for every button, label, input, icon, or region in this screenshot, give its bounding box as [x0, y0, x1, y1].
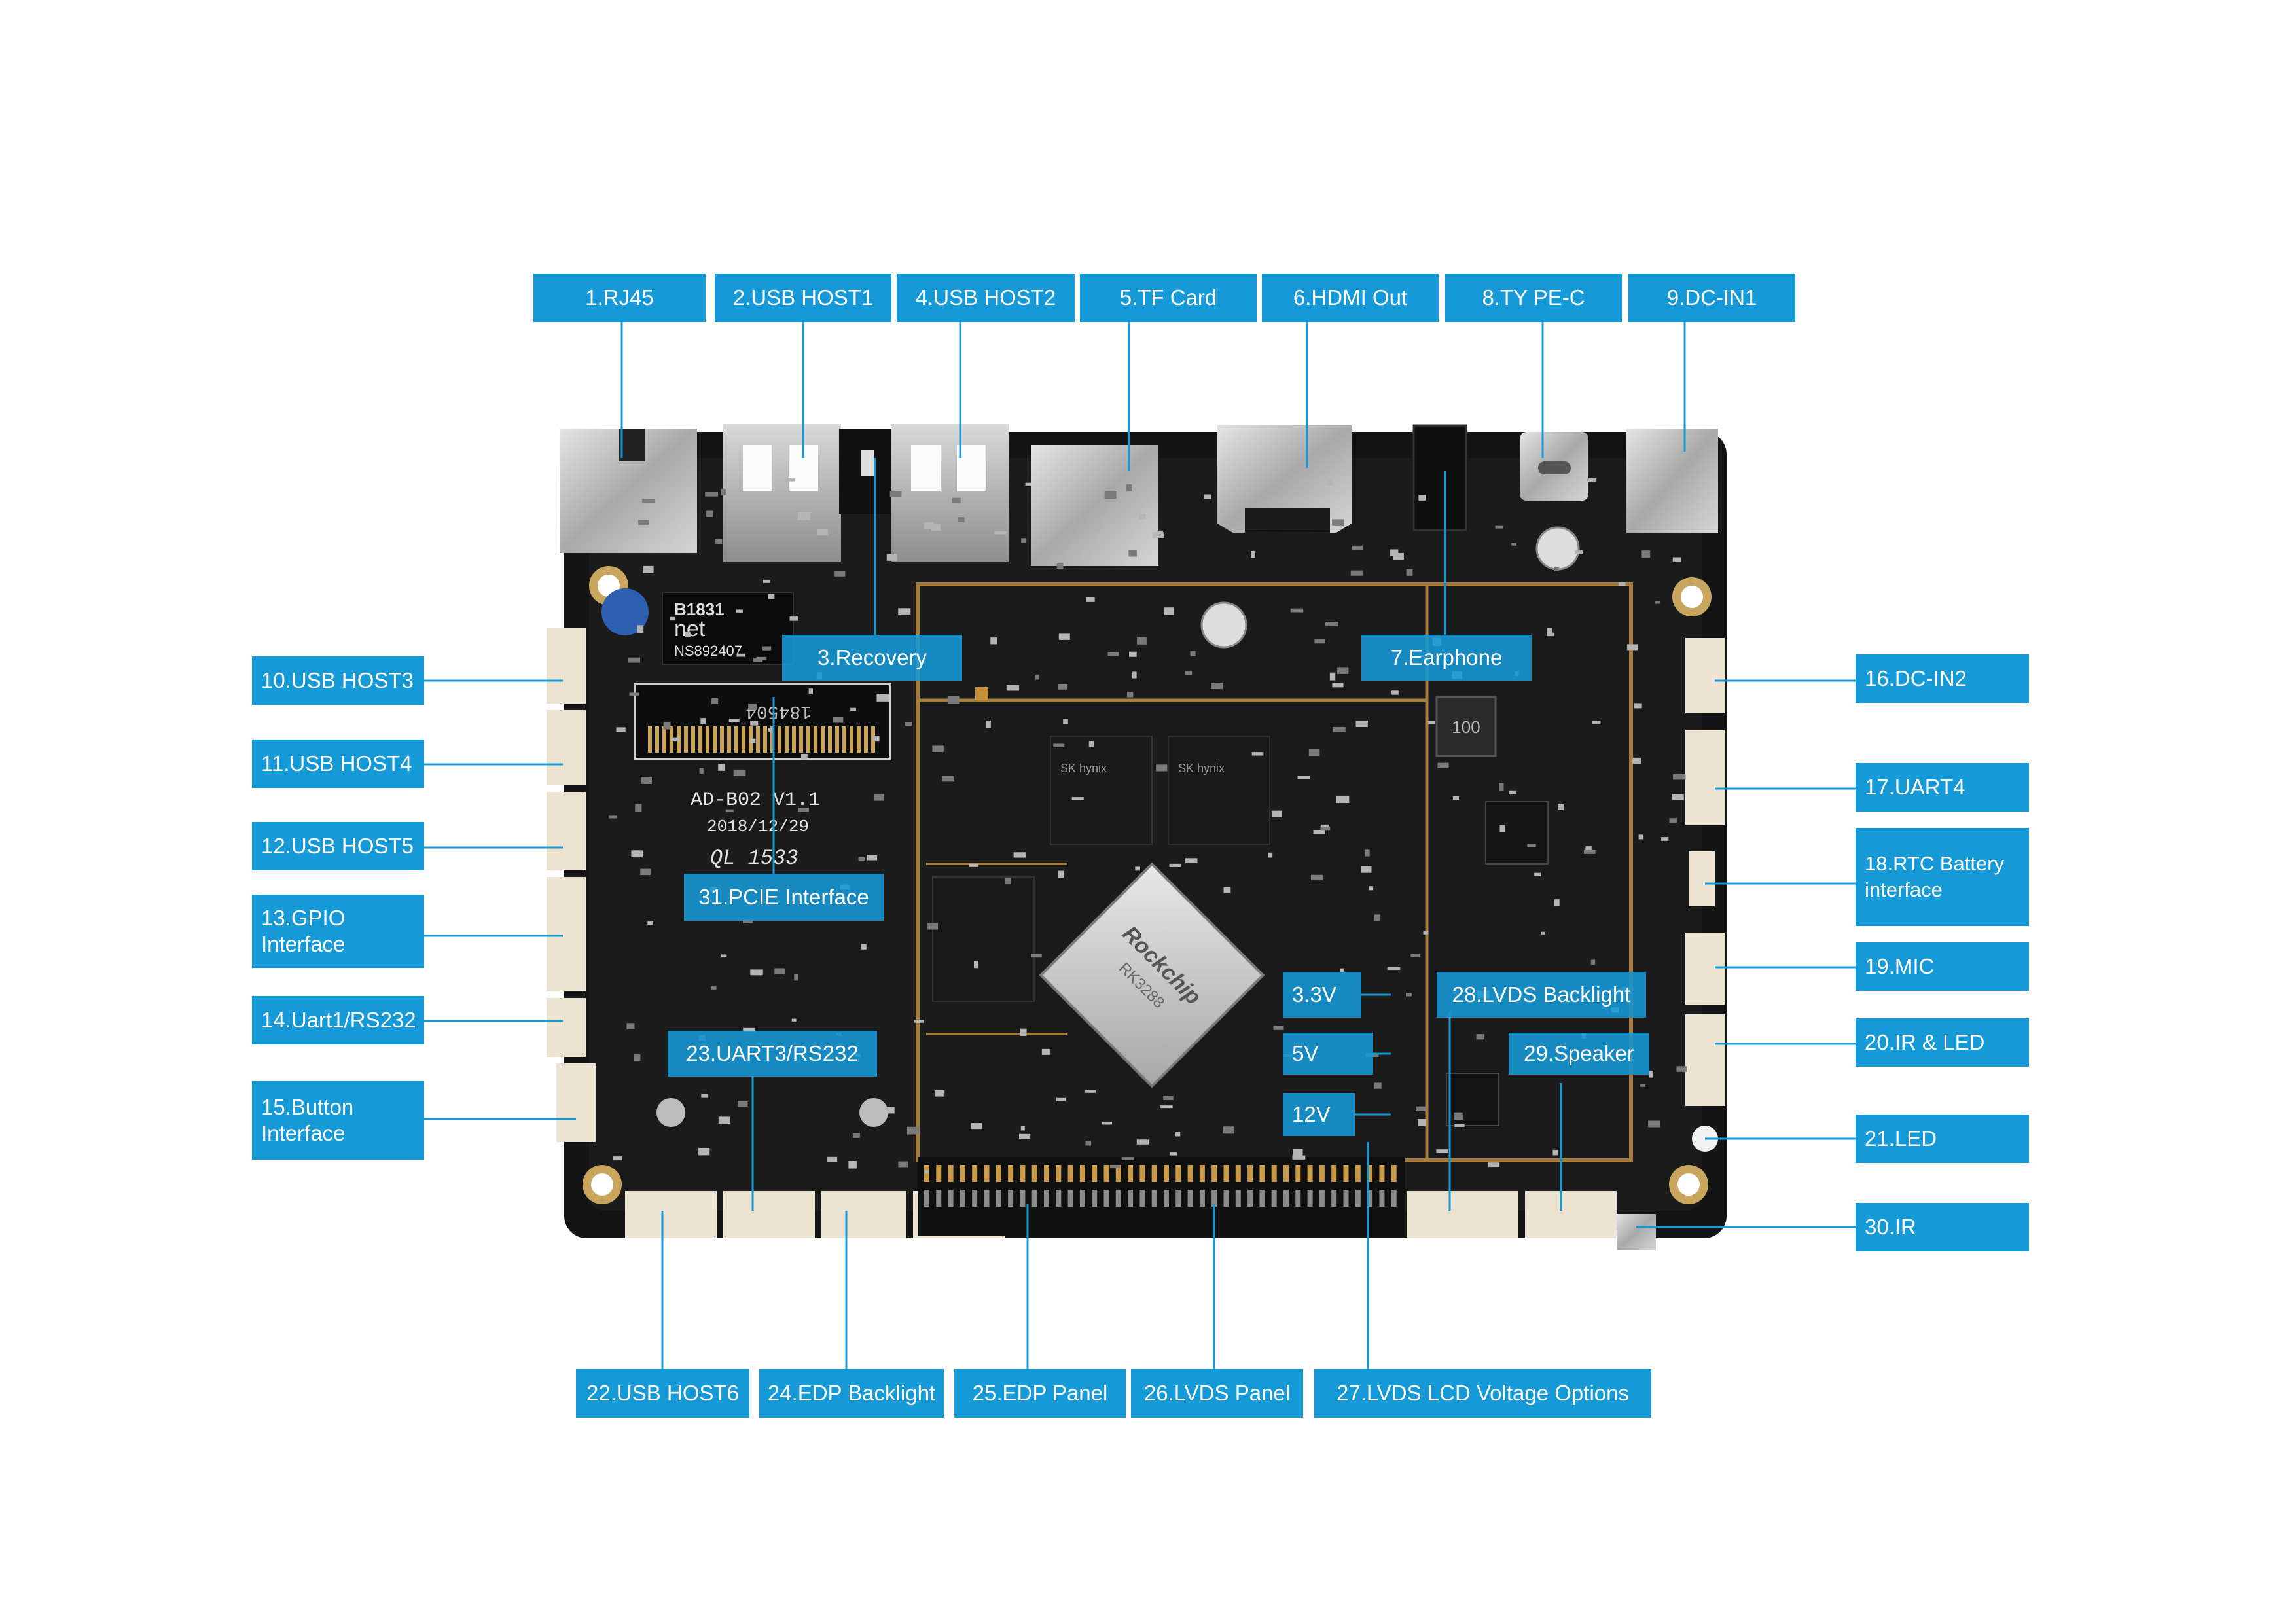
label-lvds-backlight: 28.LVDS Backlight — [1437, 972, 1646, 1018]
board-date-text: 2018/12/29 — [707, 817, 809, 836]
ethernet-part-text: NS892407 — [674, 643, 742, 659]
ram-chip-1 — [1050, 736, 1153, 845]
label-speaker: 29.Speaker — [1509, 1033, 1649, 1075]
label-rj45: 1.RJ45 — [533, 274, 706, 322]
label-3v3: 3.3V — [1283, 972, 1361, 1018]
label-12v: 12V — [1283, 1093, 1355, 1136]
ethernet-code-text: B1831 — [674, 599, 725, 619]
label-usb-host4: 11.USB HOST4 — [252, 740, 424, 788]
label-earphone: 7.Earphone — [1361, 635, 1532, 681]
label-uart1: 14.Uart1/RS232 — [252, 996, 424, 1044]
label-lvds-panel: 26.LVDS Panel — [1131, 1369, 1303, 1418]
label-dc-in2: 16.DC-IN2 — [1856, 654, 2029, 703]
label-5v: 5V — [1283, 1033, 1373, 1075]
leader-lines — [424, 322, 1856, 1369]
label-usb-host2: 4.USB HOST2 — [897, 274, 1075, 322]
svg-text:100: 100 — [1452, 717, 1480, 737]
label-recovery: 3.Recovery — [782, 635, 962, 681]
label-usb-host5: 12.USB HOST5 — [252, 822, 424, 870]
usb-host1-port — [723, 424, 841, 562]
label-ir: 30.IR — [1856, 1203, 2029, 1251]
label-type-c: 8.TY PE-C — [1445, 274, 1622, 322]
label-dc-in1: 9.DC-IN1 — [1628, 274, 1795, 322]
right-connectors — [1617, 638, 1725, 1250]
ethernet-brand-text: net — [674, 616, 706, 641]
dc-in1-jack — [1626, 429, 1718, 533]
label-gpio: 13.GPIO Interface — [252, 895, 424, 968]
label-button-interface: 15.Button Interface — [252, 1081, 424, 1160]
svg-text:SK hynix: SK hynix — [1060, 762, 1107, 775]
label-ir-led: 20.IR & LED — [1856, 1018, 2029, 1067]
board-mark-text: QL 1533 — [710, 846, 798, 870]
components: B1831 net NS892407 184504 AD-B02 V1.1 20… — [634, 592, 1549, 1126]
label-rtc-battery: 18.RTC Battery interface — [1856, 828, 2029, 926]
label-uart4: 17.UART4 — [1856, 763, 2029, 812]
label-usb-host6: 22.USB HOST6 — [576, 1369, 749, 1418]
label-mic: 19.MIC — [1856, 942, 2029, 991]
top-connectors — [560, 424, 1718, 649]
earphone-jack — [1412, 424, 1467, 531]
soc-chip: Rockchip RK3288 — [1039, 862, 1265, 1088]
label-edp-backlight: 24.EDP Backlight — [759, 1369, 944, 1418]
label-hdmi-out: 6.HDMI Out — [1262, 274, 1439, 322]
label-tf-card: 5.TF Card — [1080, 274, 1257, 322]
emmc-chip — [932, 876, 1035, 1002]
pin-header-pins — [924, 1165, 1397, 1207]
tf-card-slot — [1031, 445, 1158, 566]
svg-text:SK hynix: SK hynix — [1178, 762, 1225, 775]
label-usb-host3: 10.USB HOST3 — [252, 656, 424, 705]
inductor — [1435, 696, 1497, 757]
label-usb-host1: 2.USB HOST1 — [715, 274, 891, 322]
label-uart3: 23.UART3/RS232 — [668, 1031, 877, 1077]
label-led: 21.LED — [1856, 1115, 2029, 1163]
hdmi-port — [1217, 425, 1352, 533]
label-edp-panel: 25.EDP Panel — [954, 1369, 1126, 1418]
usb-host2-port — [891, 424, 1009, 562]
left-connectors — [547, 588, 649, 1142]
label-pcie: 31.PCIE Interface — [684, 874, 884, 921]
label-lvds-voltage: 27.LVDS LCD Voltage Options — [1314, 1369, 1651, 1418]
